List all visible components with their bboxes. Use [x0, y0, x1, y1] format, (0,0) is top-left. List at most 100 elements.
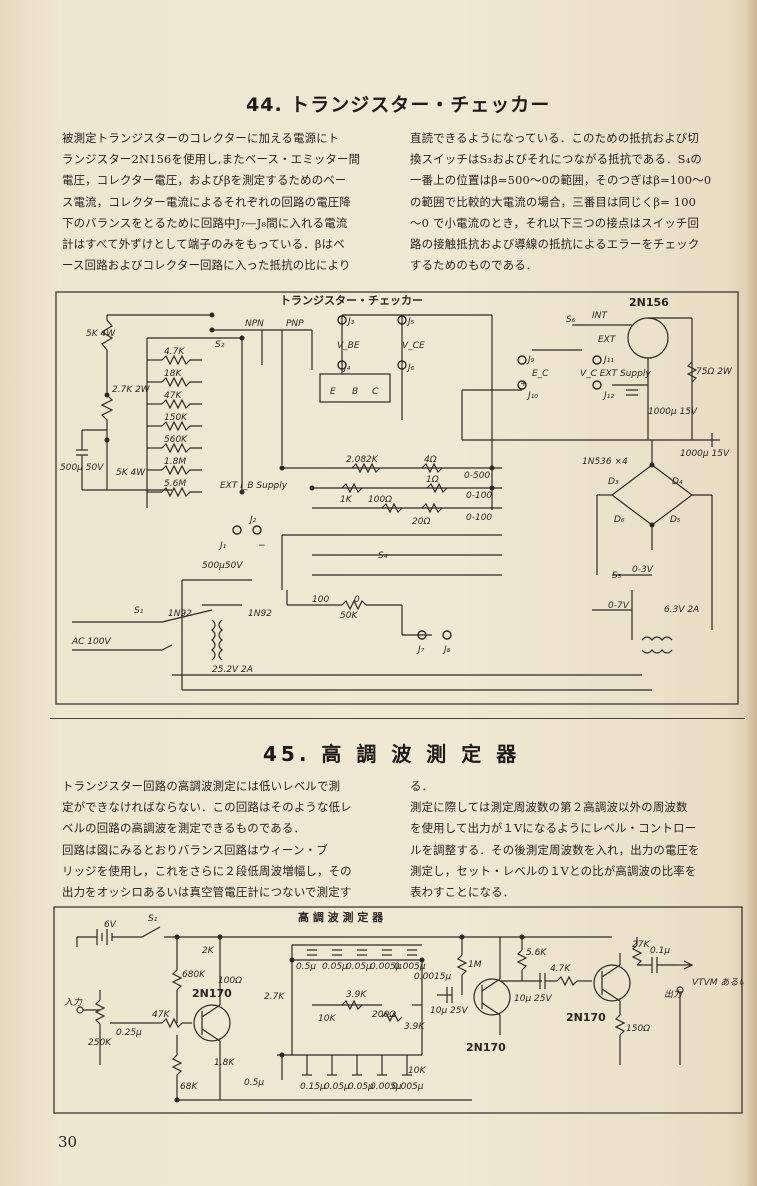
schematic-label: 0.005μ [392, 1082, 424, 1092]
schematic-label: 2N170 [192, 987, 232, 1000]
schematic-label: 2.7K [264, 992, 285, 1002]
text-line: 表わすことになる． [410, 884, 515, 899]
schematic-label: 0.5μ [244, 1078, 264, 1088]
schematic-label: 0.005μ [394, 962, 426, 972]
checker-schematic-labels: トランジスター・チェッカー 5K 4W S₂ NPN PNP J₃ J₅ 4.7… [60, 294, 733, 675]
schematic-label: 0.005μ [370, 1082, 402, 1092]
schematic-label: 500μ 50V [60, 463, 104, 473]
schematic-label: 2.7K 2W [112, 385, 151, 395]
schematic-label: J₇ [416, 645, 425, 655]
schematic-label: 0-100 [466, 491, 492, 501]
text-line: ルを調整する．その後測定周波数を入れ，出力の電圧を [410, 842, 700, 857]
schematic-label: V_BE [337, 341, 360, 351]
schematic-label: 75Ω 2W [696, 367, 733, 377]
text-line: 〜0 で小電流のとき，それ以下三つの接点はスイッチ回 [410, 215, 700, 230]
schematic-label: 0.1μ [650, 946, 670, 956]
schematic-label: 0.15μ [300, 1082, 326, 1092]
schematic-title: トランジスター・チェッカー [280, 294, 423, 307]
text-line: 回路は図にみるとおりバランス回路はウィーン・ブ [62, 842, 328, 857]
schematic-label: J₃ [346, 317, 355, 327]
schematic-label: S₁ [148, 914, 158, 924]
schematic-label: 0.05μ [346, 962, 372, 972]
transistor-checker-schematic: トランジスター・チェッカー 5K 4W S₂ NPN PNP J₃ J₅ 4.7… [55, 291, 739, 705]
schematic-label: 100Ω [218, 976, 242, 986]
section-45-column-right: る． 測定に際しては測定周波数の第２高調波以外の周波数 を使用して出力が１Vにな… [410, 776, 700, 903]
schematic-label: 4Ω [424, 455, 437, 465]
text-line: ース回路およびコレクター回路に入った抵抗の比により [62, 258, 351, 273]
schematic-label: VTVM あるいは ブラウン管 オッシロへ [692, 977, 744, 988]
schematic-label: J₅ [406, 317, 415, 327]
schematic-label: 10μ 25V [430, 1006, 468, 1016]
schematic-label: 10K [318, 1014, 336, 1024]
text-line: ベルの回路の高調波を測定できるものである． [62, 821, 306, 836]
schematic-label: 0.05μ [322, 962, 348, 972]
section-divider [50, 718, 745, 719]
schematic-label: S₁ [134, 606, 144, 616]
schematic-label: 27K [632, 940, 650, 950]
schematic-label: 2N156 [629, 296, 669, 309]
schematic-label: 1K [340, 495, 353, 505]
schematic-label: 560K [164, 435, 188, 445]
text-line: 換スイッチはS₃およびそれにつながる抵抗である．S₄の [410, 152, 703, 167]
schematic-label: J₈ [442, 645, 451, 655]
schematic-label: PNP [286, 319, 304, 329]
schematic-label: 20Ω [412, 517, 430, 527]
schematic-label: 1N92 [248, 609, 272, 619]
schematic-label: D₄ [672, 477, 683, 487]
schematic-label: J₆ [406, 363, 415, 373]
schematic-label: 250K [88, 1038, 112, 1048]
schematic-label: 100Ω [368, 495, 392, 505]
schematic-label: 1000μ 15V [648, 407, 698, 417]
schematic-label: 0-500 [464, 471, 490, 481]
page-spine-shadow [743, 0, 757, 1186]
text-line: る． [410, 779, 434, 793]
schematic-label: E_C [532, 369, 549, 379]
schematic-label: 200Ω [372, 1010, 396, 1020]
text-line: 測定に際しては測定周波数の第２高調波以外の周波数 [410, 800, 688, 815]
section-44-column-left: 被測定トランジスターのコレクターに加える電源にト ランジスター2N156を使用し… [62, 128, 360, 276]
schematic-label: 10K [408, 1066, 426, 1076]
schematic-label: AC 100V [71, 637, 111, 647]
schematic-label: 6V [104, 920, 117, 930]
schematic-label: EXT [598, 335, 617, 345]
schematic-label: EXT I_B Supply [220, 481, 288, 491]
text-line: 出力をオッシロあるいは真空管電圧計につないで測定す [62, 884, 352, 899]
text-line: 路の接触抵抗および導線の抵抗によるエラーをチェック [410, 236, 700, 251]
schematic-label: 50K [340, 611, 358, 621]
schematic-label: 1000μ 15V [680, 449, 730, 459]
schematic-label: 0.05μ [348, 1082, 374, 1092]
text-line: 定ができなければならない．この回路はそのような低レ [62, 800, 352, 815]
schematic-label: D₃ [608, 477, 619, 487]
schematic-label: 3.9K [404, 1022, 425, 1032]
schematic-label: S₆ [566, 315, 576, 325]
text-line: を使用して出力が１Vになるようにレベル・コントロー [410, 821, 697, 836]
schematic-label: 出力 [664, 989, 683, 1000]
schematic-label: 1.8M [164, 457, 186, 467]
schematic-label: 5K 4W [116, 468, 146, 478]
schematic-label: J₁₂ [602, 391, 614, 401]
schematic-label: 1.8K [214, 1058, 235, 1068]
schematic-label: NPN [245, 319, 264, 329]
schematic-label: 150K [164, 413, 188, 423]
section-44-column-right: 直読できるようになっている．このための抵抗および切 換スイッチはS₃およびそれに… [410, 128, 711, 276]
text-line: トランジスター回路の高調波測定には低いレベルで測 [62, 779, 341, 793]
schematic-label: 入力 [64, 997, 83, 1008]
schematic-label: 0-100 [466, 513, 492, 523]
text-line: 被測定トランジスターのコレクターに加える電源にト [62, 131, 340, 145]
section-44-title: 44. トランジスター・チェッカー [246, 94, 551, 116]
schematic-label: 5.6K [526, 948, 547, 958]
schematic-label: J₁ [218, 541, 227, 551]
text-line: 電圧，コレクター電圧，およびβを測定するためのベー [62, 173, 347, 188]
schematic-label: 1Ω [426, 475, 439, 485]
schematic-label: 0.05μ [324, 1082, 350, 1092]
schematic-label: C [372, 387, 379, 397]
schematic-label: J₉ [526, 355, 535, 365]
schematic-label: S₄ [378, 551, 388, 561]
text-line: リッジを使用し，これをさらに２段低周波増幅し，その [62, 863, 352, 878]
text-line: するためのものである． [410, 258, 538, 273]
schematic-label: 2N170 [566, 1011, 606, 1024]
section-45-column-left: トランジスター回路の高調波測定には低いレベルで測 定ができなければならない．この… [62, 776, 352, 903]
text-line: 直読できるようになっている．このための抵抗および切 [410, 131, 699, 145]
text-line: 測定し，セット・レベルの１Vとの比が高調波の比率を [410, 863, 697, 878]
schematic-label: V_C EXT Supply [580, 369, 651, 379]
